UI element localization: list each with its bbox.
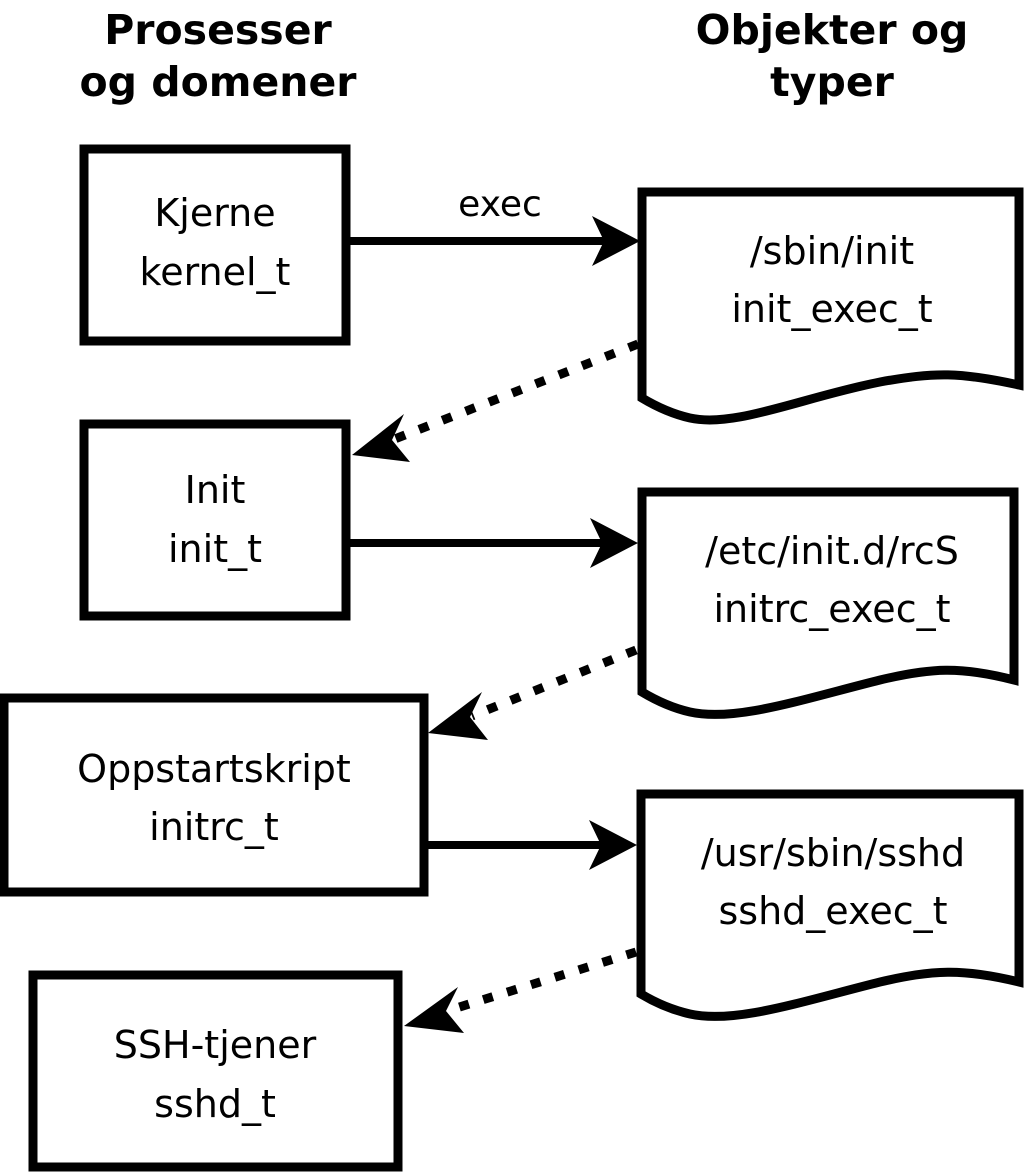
process-node-kernel-box[interactable] — [79, 144, 351, 346]
object-node-initrc-exec-line1: /etc/init.d/rcS — [705, 529, 959, 573]
edge-sshd-exec-to-sshd — [404, 947, 638, 1033]
column-header-processes: Prosesser og domener — [79, 6, 357, 106]
process-node-sshd[interactable]: SSH-tjener sshd_t — [28, 970, 403, 1172]
object-node-sshd-exec-shape[interactable] — [636, 789, 1024, 1021]
process-node-initrc-line1: Oppstartskript — [77, 747, 351, 791]
object-node-initrc-exec[interactable]: /etc/init.d/rcS initrc_exec_t — [637, 487, 1019, 719]
process-node-init-line1: Init — [185, 468, 246, 512]
column-header-objects: Objekter og typer — [696, 6, 969, 106]
arrowhead-sshd-exec-to-sshd — [404, 987, 464, 1033]
edge-initrc-exec-to-initrc — [428, 645, 638, 740]
column-header-processes-line1: Prosesser — [104, 6, 332, 54]
edge-sshd-exec-to-sshd-line — [448, 947, 638, 1015]
process-node-init-box[interactable] — [79, 419, 351, 621]
process-node-initrc[interactable]: Oppstartskript initrc_t — [0, 693, 429, 897]
arrowhead-init-to-initrc-exec — [590, 518, 638, 568]
arrowhead-kernel-to-init-exec — [592, 216, 640, 266]
object-node-initrc-exec-shape[interactable] — [637, 487, 1019, 719]
process-node-kernel[interactable]: Kjerne kernel_t — [79, 144, 351, 346]
arrowhead-initrc-exec-to-initrc — [428, 692, 488, 740]
object-node-sshd-exec-line1: /usr/sbin/sshd — [701, 831, 965, 875]
edge-initrc-exec-to-initrc-line — [470, 645, 638, 721]
process-node-initrc-line2: initrc_t — [149, 805, 279, 849]
process-node-init[interactable]: Init init_t — [79, 419, 351, 621]
process-node-sshd-line1: SSH-tjener — [114, 1023, 317, 1067]
process-node-kernel-line2: kernel_t — [140, 250, 291, 294]
column-header-objects-line2: typer — [770, 58, 894, 106]
object-node-sshd-exec-line2: sshd_exec_t — [718, 889, 947, 933]
object-node-init-exec-shape[interactable] — [637, 187, 1024, 425]
object-node-sshd-exec[interactable]: /usr/sbin/sshd sshd_exec_t — [636, 789, 1024, 1021]
process-node-init-line2: init_t — [168, 527, 262, 571]
process-node-kernel-line1: Kjerne — [154, 191, 275, 235]
edge-init-exec-to-init — [352, 339, 640, 462]
arrowhead-init-exec-to-init — [352, 414, 410, 462]
object-node-init-exec-line1: /sbin/init — [750, 229, 914, 273]
object-node-init-exec-line2: init_exec_t — [731, 287, 932, 331]
process-node-sshd-box[interactable] — [28, 970, 403, 1172]
edge-initrc-to-sshd-exec — [428, 820, 637, 870]
edge-label-exec: exec — [458, 184, 542, 225]
edge-init-exec-to-init-line — [390, 339, 640, 445]
column-header-processes-line2: og domener — [79, 58, 357, 106]
edge-init-to-initrc-exec — [350, 518, 638, 568]
process-node-sshd-line2: sshd_t — [154, 1082, 276, 1126]
column-header-objects-line1: Objekter og — [696, 6, 969, 54]
edge-kernel-to-init-exec: exec — [350, 184, 640, 266]
process-node-initrc-box[interactable] — [0, 693, 429, 897]
object-node-initrc-exec-line2: initrc_exec_t — [714, 587, 951, 631]
arrowhead-initrc-to-sshd-exec — [589, 820, 637, 870]
object-node-init-exec[interactable]: /sbin/init init_exec_t — [637, 187, 1024, 425]
